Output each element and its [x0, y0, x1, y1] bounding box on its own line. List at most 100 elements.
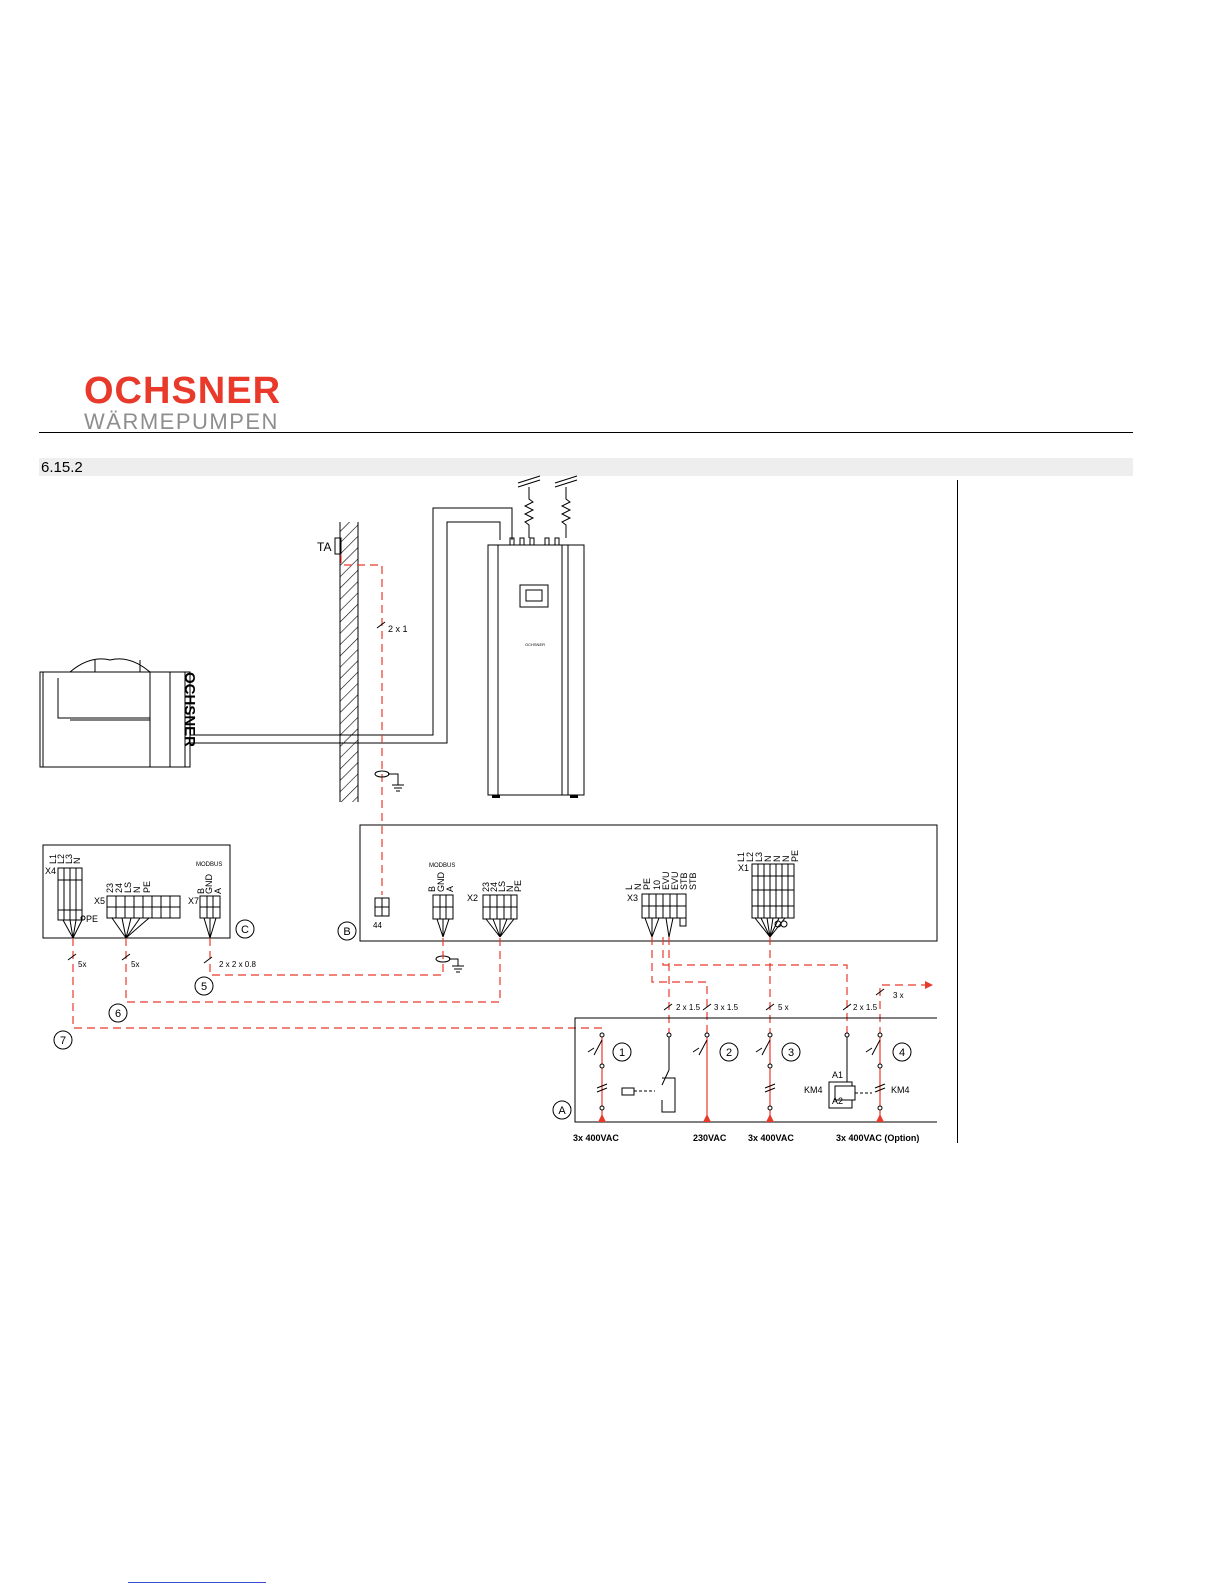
svg-text:44: 44 [373, 921, 382, 930]
svg-text:A2: A2 [832, 1096, 843, 1106]
svg-text:3: 3 [788, 1047, 794, 1059]
svg-text:5x: 5x [78, 960, 86, 969]
svg-text:L2: L2 [745, 852, 755, 862]
header-divider [39, 432, 1133, 433]
svg-text:MODBUS: MODBUS [196, 862, 222, 868]
svg-text:B: B [196, 888, 206, 894]
svg-text:A1: A1 [832, 1070, 843, 1080]
breaker-3: 3 [755, 1032, 801, 1122]
svg-text:5x: 5x [131, 960, 139, 969]
ta-label: TA [317, 540, 331, 554]
svg-text:KM4: KM4 [891, 1085, 910, 1095]
outdoor-unit-brand: OCHSNER [181, 672, 198, 747]
svg-text:EVU: EVU [670, 871, 680, 890]
svg-text:STB: STB [679, 872, 689, 890]
svg-text:N: N [505, 886, 515, 893]
svg-text:23: 23 [105, 883, 115, 893]
box-c: L1 L2 L3 N X4 PE 23 24 LS N PE X5 MODBUS… [42, 844, 255, 939]
section-header-bar [39, 458, 1133, 476]
svg-text:1: 1 [619, 1047, 625, 1059]
svg-text:N: N [633, 884, 643, 891]
supply-label-3: 3x 400VAC [748, 1133, 794, 1143]
breaker-4: KM4 4 [865, 1032, 912, 1122]
svg-text:LS: LS [123, 882, 133, 893]
svg-text:L1: L1 [48, 854, 58, 864]
svg-text:L2: L2 [56, 854, 66, 864]
svg-text:2 x 2 x 0.8: 2 x 2 x 0.8 [219, 960, 256, 969]
svg-text:PE: PE [86, 914, 98, 924]
svg-text:4: 4 [899, 1047, 905, 1059]
section-number: 6.15.2 [41, 459, 83, 476]
svg-text:L1: L1 [736, 852, 746, 862]
svg-text:N: N [132, 887, 142, 894]
indoor-unit-brand: OCHSNER [525, 642, 545, 647]
svg-text:PE: PE [513, 880, 523, 892]
svg-text:GND: GND [436, 872, 446, 893]
cable-number-circles: 5 6 7 [53, 976, 214, 1050]
svg-text:X1: X1 [738, 863, 749, 873]
svg-text:MODBUS: MODBUS [429, 863, 455, 869]
km4-contactor-coil: A1 A2 KM4 [804, 1032, 872, 1109]
box-a: A 1 [552, 1017, 937, 1143]
logo-wordmark: OCHSNER [84, 370, 282, 412]
svg-text:B: B [427, 886, 437, 892]
svg-text:N: N [781, 856, 791, 863]
svg-text:A: A [213, 888, 223, 894]
svg-text:X3: X3 [627, 893, 638, 903]
svg-text:2 x 1.5: 2 x 1.5 [853, 1003, 878, 1012]
svg-text:24: 24 [114, 883, 124, 893]
svg-text:2 x 1.5: 2 x 1.5 [676, 1003, 701, 1012]
field-cables: 5x 5x 2 x 2 x 0.8 2 x 1.5 3 x 1.5 5 x 2 … [67, 937, 933, 1035]
svg-text:PE: PE [142, 881, 152, 893]
svg-text:N: N [763, 856, 773, 863]
svg-text:6: 6 [115, 1008, 121, 1020]
svg-text:L3: L3 [754, 852, 764, 862]
svg-text:23: 23 [481, 882, 491, 892]
svg-text:X5: X5 [94, 896, 105, 906]
svg-text:X2: X2 [467, 893, 478, 903]
svg-text:2: 2 [726, 1047, 732, 1059]
svg-text:X4: X4 [45, 866, 56, 876]
svg-text:EVU: EVU [661, 871, 671, 890]
svg-text:N: N [772, 856, 782, 863]
svg-text:10: 10 [652, 880, 662, 890]
svg-text:5: 5 [201, 981, 207, 993]
ta-cable: 2 x 1 [340, 555, 408, 895]
supply-label-4: 3x 400VAC (Option) [836, 1133, 919, 1143]
svg-text:LS: LS [497, 881, 507, 892]
breaker-1: 1 [587, 1032, 632, 1122]
svg-text:3 x: 3 x [893, 991, 904, 1000]
svg-text:PE: PE [790, 850, 800, 862]
svg-text:GND: GND [204, 874, 214, 895]
logo-subtitle: WÄRMEPUMPEN [84, 409, 279, 434]
footer-link-underline[interactable] [128, 1582, 266, 1583]
svg-text:2 x 1: 2 x 1 [388, 624, 408, 634]
svg-text:5 x: 5 x [778, 1003, 789, 1012]
indoor-unit: OCHSNER [487, 475, 585, 798]
refrigerant-pipes [190, 507, 513, 744]
circle-c: C [241, 924, 249, 936]
svg-text:A: A [445, 886, 455, 892]
svg-text:7: 7 [60, 1035, 66, 1047]
svg-text:STB: STB [688, 872, 698, 890]
box-b: B 44 MODBUS B GND A 23 24 LS N PE X2 L N… [337, 824, 938, 942]
svg-text:L3: L3 [64, 854, 74, 864]
wall [339, 522, 359, 802]
svg-text:KM4: KM4 [804, 1085, 823, 1095]
ochsner-logo: OCHSNER WÄRMEPUMPEN [84, 372, 281, 434]
circle-b: B [343, 926, 350, 938]
svg-text:24: 24 [489, 882, 499, 892]
svg-text:3 x 1.5: 3 x 1.5 [714, 1003, 739, 1012]
evu-relay [621, 1032, 676, 1113]
ground-symbol [435, 955, 464, 973]
supply-label-2: 230VAC [693, 1133, 727, 1143]
svg-text:L: L [624, 885, 634, 890]
margin-divider [957, 480, 958, 1143]
svg-text:PE: PE [642, 878, 652, 890]
outdoor-unit: OCHSNER [39, 658, 198, 768]
breaker-2: 2 [692, 1032, 739, 1122]
outdoor-sensor-ta: TA [317, 537, 342, 555]
svg-text:X7: X7 [188, 896, 199, 906]
circle-a: A [558, 1105, 566, 1117]
